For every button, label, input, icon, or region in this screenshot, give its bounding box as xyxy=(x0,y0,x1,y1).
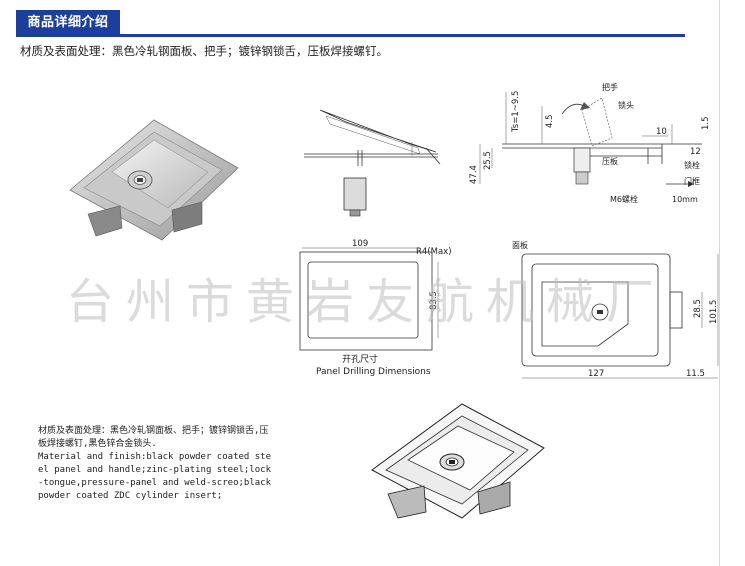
product-line-drawing-bottom xyxy=(371,403,545,519)
label-lock-head: 锁头 xyxy=(618,100,634,110)
dim-drill-height: 83.5 xyxy=(429,291,439,310)
label-travel: 10mm xyxy=(672,195,698,204)
dim-1-5: 1.5 xyxy=(701,116,711,130)
drilling-caption-en: Panel Drilling Dimensions xyxy=(316,367,431,377)
dim-front-offset: 11.5 xyxy=(686,369,705,379)
spec-en: Material and finish:black powder coated … xyxy=(38,452,277,501)
product-photo-top xyxy=(69,119,239,241)
dim-ts: Ts=1~9.5 xyxy=(511,91,521,133)
side-view-sketch xyxy=(304,109,441,217)
page-divider xyxy=(719,0,720,566)
dim-10: 10 xyxy=(656,127,667,137)
spec-block: 材质及表面处理：黑色冷轧钢面板、把手；镀锌钢锁舌,压板焊接螺钉,黑色锌合金锁头.… xyxy=(38,425,273,503)
label-lock-bolt: 锁栓 xyxy=(684,160,700,170)
dim-drill-width: 109 xyxy=(352,239,368,249)
drilling-caption-cn: 开孔尺寸 xyxy=(342,353,378,365)
label-m6-bolt: M6螺栓 xyxy=(610,194,638,204)
dim-front-height: 101.5 xyxy=(709,300,719,324)
material-intro-text: 材质及表面处理：黑色冷轧钢面板、把手；镀锌钢锁舌，压板焊接螺钉。 xyxy=(20,44,388,58)
label-handle: 把手 xyxy=(602,82,618,92)
section-title-tab: 商品详细介绍 xyxy=(16,10,120,36)
spec-cn: 材质及表面处理：黑色冷轧钢面板、把手；镀锌钢锁舌,压板焊接螺钉,黑色锌合金锁头. xyxy=(38,426,269,449)
dim-47-4: 47.4 xyxy=(469,165,479,184)
dim-25-5: 25.5 xyxy=(483,151,493,170)
section-title-underline xyxy=(16,34,685,37)
label-press-plate: 压板 xyxy=(602,156,618,166)
front-view-drawing: 面板 28.5 101.5 127 11.5 xyxy=(512,240,719,379)
label-panel: 面板 xyxy=(512,240,528,250)
dim-drill-radius: R4(Max) xyxy=(416,247,452,257)
dim-tongue: 28.5 xyxy=(693,299,703,318)
technical-side-view: Ts=1~9.5 4.5 25.5 47.4 10 1.5 12 把手 锁头 压… xyxy=(469,82,711,204)
panel-drilling-drawing: 109 R4(Max) 83.5 开孔尺寸 Panel Drilling Dim… xyxy=(299,239,452,377)
dim-4-5: 4.5 xyxy=(545,114,555,128)
dim-12: 12 xyxy=(690,147,701,157)
dim-front-width: 127 xyxy=(588,369,604,379)
label-door-frame: 门框 xyxy=(684,176,700,186)
